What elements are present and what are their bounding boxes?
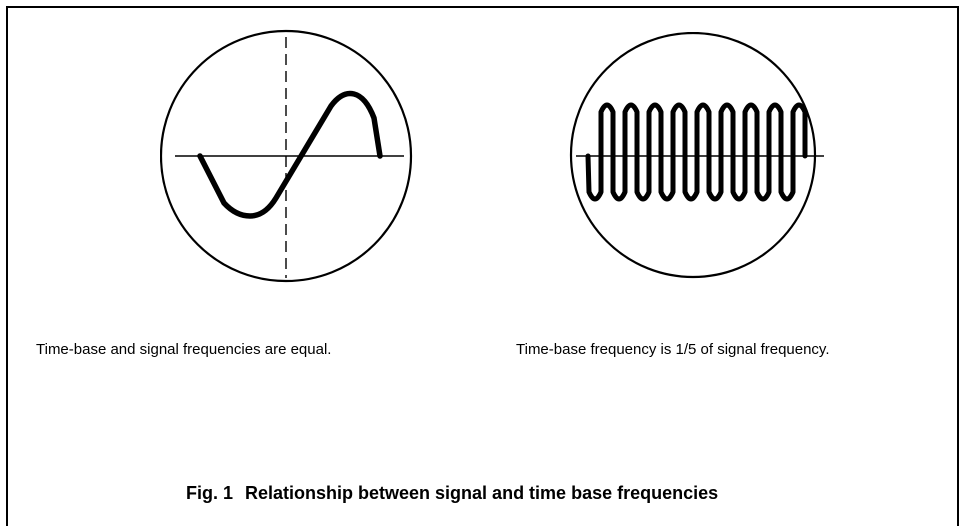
waveform-single-cycle: [197, 90, 383, 219]
figure-number: Fig. 1: [186, 483, 234, 503]
figure-caption: Fig. 1 Relationship between signal and ti…: [186, 483, 718, 504]
scope-screen-outline: [569, 32, 817, 279]
caption-fivefold-frequency: Time-base frequency is 1/5 of signal fre…: [516, 341, 830, 358]
scope-screen-equal-frequency: [160, 29, 413, 283]
figure-frame: [6, 6, 959, 526]
figure-title: Relationship between signal and time bas…: [245, 483, 719, 503]
scope-screen-outline: [160, 29, 413, 283]
scope-screen-fivefold-frequency: [569, 32, 824, 279]
caption-equal-frequency: Time-base and signal frequencies are equ…: [36, 341, 332, 358]
waveform-five-cycles: [585, 102, 808, 202]
